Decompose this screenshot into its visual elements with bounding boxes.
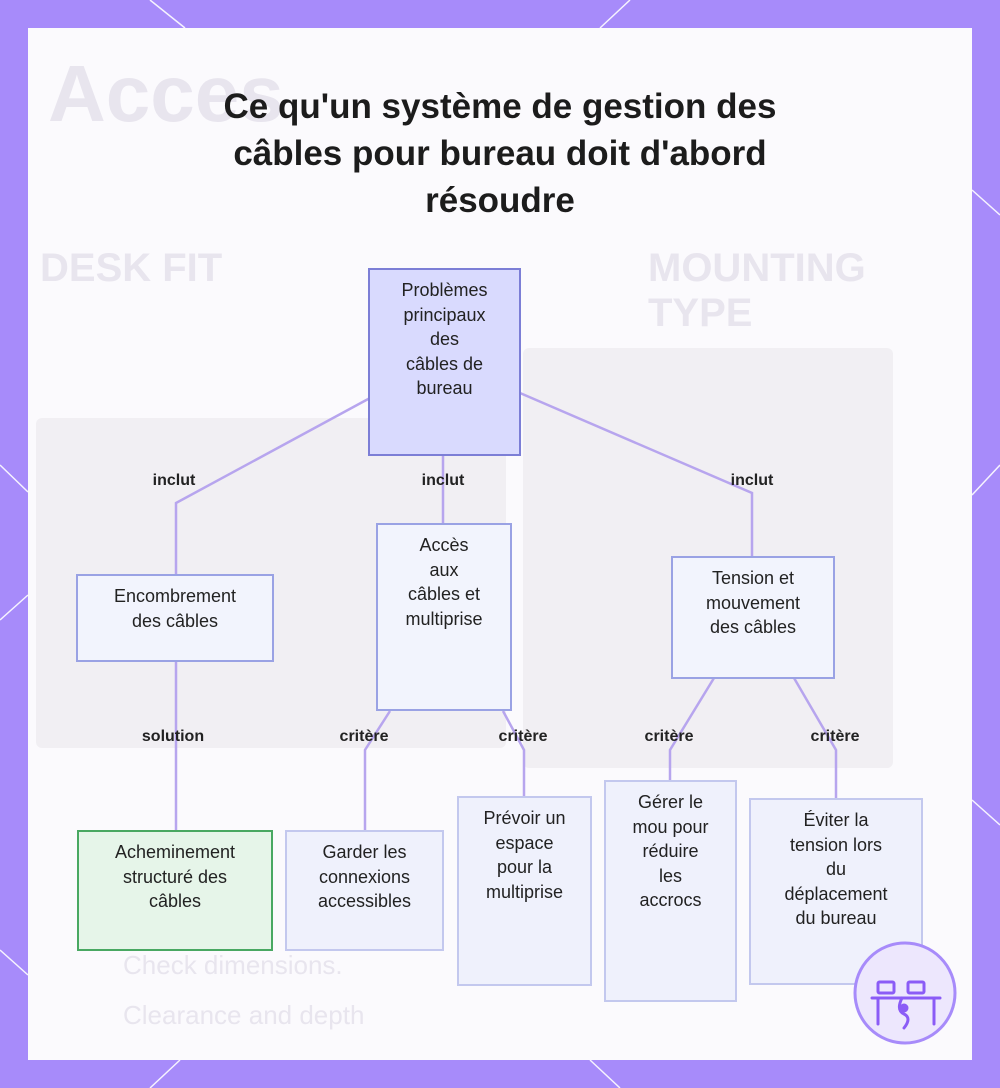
edge-label-criterion: critère: [498, 728, 548, 745]
node-text-line: multiprise: [485, 881, 564, 902]
node-text-line: mou pour: [632, 816, 709, 837]
node-text-line: tension lors: [789, 834, 883, 855]
node-routing: Acheminement structuré des câbles: [77, 830, 273, 951]
node-text-line: Acheminement: [114, 842, 236, 862]
node-text-line: Prévoir un: [483, 808, 566, 828]
node-text-line: déplacement: [784, 883, 888, 904]
node-text-line: câbles: [148, 891, 202, 911]
background-text-top: Acces: [48, 49, 284, 138]
diagram-title: Ce qu'un système de gestion des câbles p…: [223, 87, 777, 220]
node-text-line: des: [429, 329, 460, 349]
node-text-line: du: [825, 859, 847, 879]
node-text-line: du bureau: [795, 908, 877, 928]
desk-cable-logo-icon: [853, 941, 957, 1045]
node-text-line: espace: [495, 832, 554, 853]
node-tension: Tension et mouvement des câbles: [671, 556, 835, 679]
edge-tension-slack: [668, 677, 716, 780]
node-text-line: réduire: [642, 841, 699, 861]
edge-label-includes: inclut: [730, 472, 774, 489]
edge-label-solution: solution: [141, 728, 205, 745]
edge-access-strip: [501, 710, 526, 796]
node-text-line: les: [658, 865, 682, 886]
node-text-line: accrocs: [639, 890, 702, 910]
edge-access-keep: [363, 710, 392, 830]
node-text-line: Encombrement: [113, 586, 237, 606]
edge-root-clutter: [174, 396, 371, 574]
node-strip-space: Prévoir un espace pour la multiprise: [457, 796, 592, 986]
edge-label-criterion: critère: [644, 728, 694, 745]
node-text-line: Accès: [419, 535, 469, 555]
node-text-line: des câbles: [131, 610, 219, 631]
node-text-line: aux: [429, 559, 459, 580]
node-text-line: multiprise: [405, 608, 483, 629]
node-slack: Gérer le mou pour réduire les accrocs: [604, 780, 737, 1002]
edge-label-includes: inclut: [152, 472, 196, 489]
node-keep-access: Garder les connexions accessibles: [285, 830, 444, 951]
edge-root-tension: [519, 391, 754, 556]
node-text-line: bureau: [416, 378, 473, 398]
node-text-line: accessibles: [317, 891, 412, 911]
node-root: Problèmes principaux des câbles de bureau: [368, 268, 521, 456]
background-text-bottom-1: Check dimensions.: [123, 950, 343, 980]
background-text-bottom-2: Clearance and depth: [123, 1000, 365, 1030]
node-text-line: mouvement: [705, 592, 801, 613]
node-text-line: Tension et: [711, 568, 795, 588]
edge-label-criterion: critère: [810, 728, 860, 745]
node-text-line: principaux: [403, 304, 486, 325]
node-text-line: des câbles: [709, 617, 797, 637]
node-text-line: câbles de: [405, 353, 484, 374]
edge-layer: [174, 391, 838, 830]
node-text-line: pour la: [496, 857, 553, 877]
node-text-line: câbles et: [407, 584, 481, 604]
node-text-line: connexions: [318, 866, 411, 887]
node-text-line: structuré des: [122, 866, 228, 887]
background-text-desk-fit: DESK FIT: [40, 246, 223, 290]
node-text-line: Éviter la: [803, 810, 869, 830]
node-text-line: Gérer le: [637, 792, 704, 812]
node-access: Accès aux câbles et multiprise: [376, 523, 512, 711]
background-text-mounting: MOUNTING TYPE: [648, 246, 866, 335]
node-clutter: Encombrement des câbles: [76, 574, 274, 662]
diagram-canvas: Acces DESK FIT MOUNTING TYPE Check dimen…: [28, 28, 972, 1060]
edge-tension-avoid: [792, 677, 838, 798]
node-text-line: Garder les: [322, 842, 407, 862]
node-text-line: Problèmes: [401, 280, 488, 300]
edge-label-includes: inclut: [421, 472, 465, 489]
edge-label-criterion: critère: [339, 728, 389, 745]
